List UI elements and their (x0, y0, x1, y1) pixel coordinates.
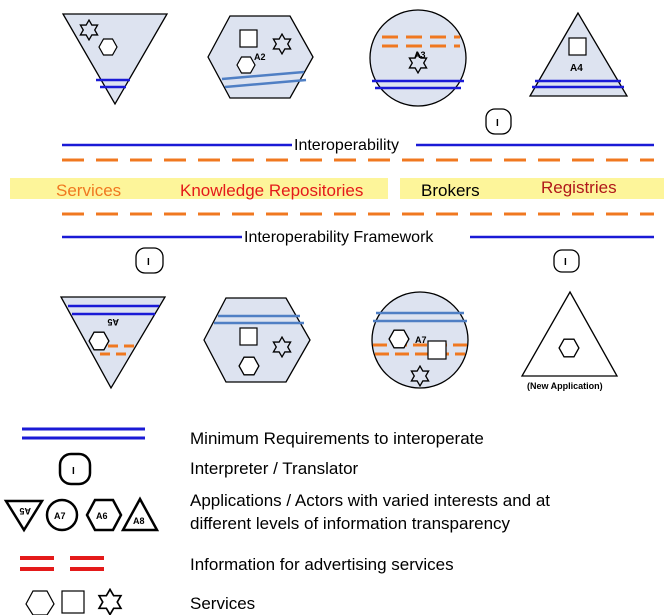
app-a7-circle: A7 (371, 291, 469, 389)
svg-text:A8: A8 (133, 516, 145, 526)
new-application-triangle: (New Application) (520, 290, 619, 391)
svg-text:I: I (147, 257, 150, 268)
legend-interpreter-text: Interpreter / Translator (190, 459, 359, 478)
legend-square-icon (61, 590, 85, 614)
legend-hexagon-icon (25, 590, 55, 615)
triangle-app-icon (120, 496, 160, 532)
svg-text:I: I (564, 257, 567, 268)
app-a6-hexagon (203, 297, 311, 383)
circle-app-icon (45, 498, 79, 532)
hexagon-service-icon (236, 56, 256, 74)
svg-text:A5: A5 (19, 506, 31, 516)
requirement-line (224, 78, 307, 89)
band-registries-label: Registries (541, 178, 617, 197)
legend: Minimum Requirements to interoperate I I… (3, 427, 550, 615)
new-application-label: (New Application) (527, 381, 603, 391)
app-a4-triangle: A4 (528, 11, 629, 97)
legend-star-icon (98, 588, 122, 615)
app-a5-label: A5 (107, 317, 119, 327)
square-service-icon (239, 29, 258, 48)
hexagon-service-icon (88, 331, 110, 351)
requirement-line (221, 70, 305, 81)
band-services-label: Services (56, 181, 121, 200)
app-a5-inverted-triangle: A5 (59, 296, 167, 390)
hexagon-service-icon (388, 329, 410, 349)
legend-interpreter-icon: I (58, 452, 92, 486)
svg-text:A6: A6 (96, 511, 108, 521)
app-a2-label: A2 (254, 52, 266, 62)
inverted-triangle-app-icon (3, 499, 45, 533)
app-a4-label: A4 (570, 63, 583, 74)
legend-advertising-text: Information for advertising services (190, 555, 454, 574)
services-band (10, 178, 664, 199)
interoperability-label: Interoperability (294, 137, 399, 154)
app-a2-hexagon: A2 (207, 15, 314, 99)
hexagon-service-icon (238, 356, 260, 376)
hexagon-service-icon (558, 338, 580, 358)
square-service-icon (239, 327, 258, 346)
hexagon-app-icon (85, 498, 123, 532)
svg-text:I: I (496, 118, 499, 129)
app-a7-label: A7 (415, 335, 427, 345)
interpreter-icon: I (553, 249, 580, 273)
framework-label: Interoperability Framework (244, 229, 434, 246)
svg-text:I: I (72, 466, 75, 477)
legend-requirements-text: Minimum Requirements to interoperate (190, 429, 484, 448)
hexagon-service-icon (98, 38, 118, 56)
square-service-icon (427, 340, 447, 360)
band-knowledge-label: Knowledge Repositories (180, 181, 363, 200)
svg-text:A7: A7 (54, 511, 66, 521)
legend-services-text: Services (190, 594, 255, 613)
legend-application-shapes: A5 A7 A6 A8 (3, 496, 160, 533)
square-service-icon (568, 37, 587, 56)
app-a3-circle: A3 (369, 9, 467, 107)
legend-applications-text-1: Applications / Actors with varied intere… (190, 491, 550, 510)
app-a1-inverted-triangle (61, 13, 169, 106)
legend-applications-text-2: different levels of information transpar… (190, 514, 511, 533)
interpreter-icon: I (485, 108, 512, 135)
interpreter-icon: I (135, 247, 164, 274)
band-brokers-label: Brokers (421, 181, 480, 200)
